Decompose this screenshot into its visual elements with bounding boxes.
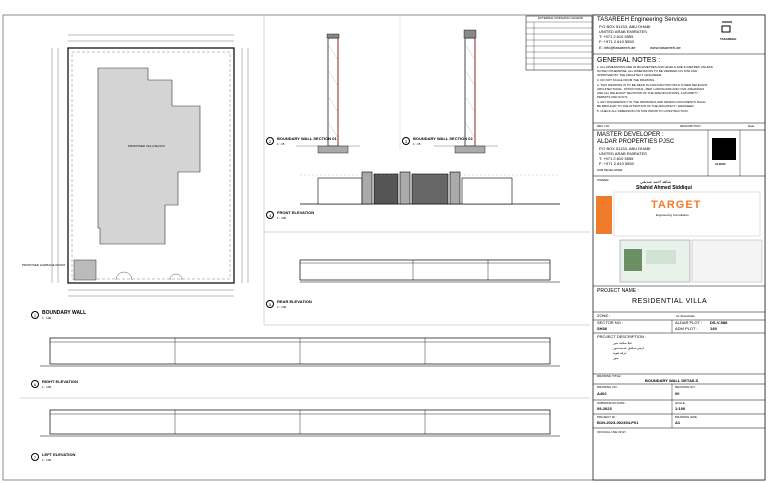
drawing-no: A402 [597, 391, 607, 396]
note-line: BE BROUGHT TO THE ATTENTION OF THE ARCHI… [597, 104, 695, 108]
project-description-ar-1: فيلا سكنية بدور [613, 341, 632, 345]
zone-label: ZONE : [597, 313, 611, 318]
sector-value: SH36 [597, 326, 608, 331]
view-number-4: 4 [266, 211, 274, 219]
master-developer-tel: T: +971 2 810 5555 [599, 156, 634, 161]
rev-description-header: DESCRIPTION [680, 124, 701, 128]
rev-no-header: REV. NO. [597, 124, 610, 128]
company-website: www.tasareeh.ae [650, 45, 681, 50]
adm-plot-label: ADM PLOT : [675, 326, 698, 331]
company-logo-text: TASAREEH [720, 37, 737, 41]
note-line: 5. CHECK ALL DIMENSION ON SITE PRIOR TO … [597, 109, 689, 113]
note-line: PERMITS AND NOC'S. [597, 95, 629, 99]
sub-developer-label: SUB DEVELOPER: [597, 168, 624, 172]
view-number-6: 6 [31, 380, 39, 388]
note-line: 2. DO NOT SCALE FROM THE DRAWING. [597, 78, 656, 82]
view-scale-6: 1 : 100 [42, 385, 52, 389]
note-line: NOTED OTHERWISE. ALL DIMENSIONS TO BE VE… [597, 69, 698, 73]
owner-label: OWNER [597, 178, 609, 182]
garbage-room-label: PROPOSED GARBAGE ROOM [22, 263, 65, 267]
view-scale-5: 1 : 100 [277, 305, 287, 309]
view-title-front-elevation: FRONT ELEVATION [277, 210, 315, 215]
owner-name: Shahid Ahmed Siddiqui [636, 185, 692, 191]
view-scale-3: 1 : 25 [413, 142, 421, 146]
adm-plot-value: 149 [710, 326, 717, 331]
view-title-rear-elevation: REAR ELEVATION [277, 299, 312, 304]
view-title-boundary-wall: BOUNDARY WALL [42, 310, 87, 316]
rev-date-header: Date [748, 124, 755, 128]
project-name: RESIDENTIAL VILLA [632, 298, 708, 305]
aldar-plot-value: DS-V-588 [710, 320, 728, 325]
note-line: 4. ANY DISCREPANCY IN THE DRAWINGS AND D… [597, 100, 707, 104]
note-line: 1. ALL DIMENSIONS ARE IN MILLIMETRES AND… [597, 65, 713, 69]
master-developer-label: MASTER DEVELOPER : [597, 132, 664, 138]
aldar-plot-label: ALDAR PLOT : [675, 320, 703, 325]
revision-no-label: REVISION NO : [675, 385, 697, 389]
drawing-title-label: DRAWING TITLE : [597, 374, 623, 378]
view-number-2: 2 [266, 137, 274, 145]
master-developer-fax: F: +971 2 810 5550 [599, 161, 634, 166]
view-scale-2: 1 : 25 [277, 142, 285, 146]
drawing-title: BOUNDARY WALL DETAILS [645, 378, 699, 383]
note-line: ARCHITECTURAL, STRUCTURAL, MEP, LANDSCAP… [597, 87, 705, 91]
company-fax: F: +971 2 610 5550 [599, 39, 634, 44]
owner-name-arabic: شاهد احمد صديقي [640, 179, 671, 184]
submission-date-label: SUBMISSION DATE : [597, 401, 627, 405]
revision-no: 00 [675, 391, 680, 396]
zone-value: AL Shamkhah [676, 314, 695, 318]
project-description-label: PROJECT DESCRIPTION : [597, 334, 647, 339]
project-description-ar-2: ارضي+ملحق خدمة+سور [613, 346, 644, 350]
master-developer-name: ALDAR PROPERTIES PJSC [597, 139, 675, 145]
view-number-3: 3 [402, 137, 410, 145]
view-number-7: 7 [31, 453, 39, 461]
view-number-5: 5 [266, 300, 274, 308]
scale-value: 1:100 [675, 406, 686, 411]
aldar-logo-text: ALDAR [715, 162, 726, 166]
consultant-logo: TARGET [651, 199, 702, 211]
drawing-no-label: DRAWING NO : [597, 385, 619, 389]
official-use-label: OFFICIAL USE ONLY [597, 430, 627, 434]
project-description-ar-3: غرفة تقوية [613, 351, 627, 355]
note-line: AND ALL RELEVANT SECTIONS OF THE SPECIFI… [597, 91, 699, 95]
view-title-section-01: BOUNDARY WALL SECTION 01 [277, 136, 337, 141]
legend-title: EXTERNAL FINISHING LEGEND [538, 16, 583, 20]
note-line: APPROVED BY THE ARCHITECT / ENGINEER. [597, 73, 663, 77]
sector-label: SECTOR NO : [597, 320, 623, 325]
master-developer-address1: P.O BOX 51133, ABU DHABI [599, 146, 651, 151]
master-developer-address2: UNITED ARAB EMIRATES [599, 151, 647, 156]
company-name: TASAREEH Engineering Services [597, 17, 688, 23]
note-line: 3. THIS DRAWING IS TO BE READ IN CONJUNC… [597, 83, 708, 87]
project-id: B1N-2023-002494-P01 [597, 420, 639, 425]
consultant-subtitle: Engineering Consultants [656, 213, 689, 217]
company-email: E: info@tasareeh.ae [599, 45, 636, 50]
project-id-label: PROJECT ID : [597, 415, 617, 419]
company-tel: T: +971 2 610 5555 [599, 34, 634, 39]
view-title-right-elevation: RIGHT ELEVATION [42, 379, 78, 384]
drawing-size-label: DRAWING SIZE [675, 415, 697, 419]
project-description-ar-4: سور [613, 356, 619, 360]
view-scale-4: 1 : 100 [277, 216, 287, 220]
view-scale-7: 1 : 100 [42, 458, 52, 462]
view-number-1: 1 [31, 311, 39, 319]
view-title-left-elevation: LEFT ELEVATION [42, 452, 76, 457]
drawing-size: A1 [675, 420, 681, 425]
company-address1: P.O BOX 51133, ABU DHABI [599, 24, 651, 29]
villa-block-label: PROPOSED VILLA BLOCK [128, 144, 165, 148]
view-title-section-02: BOUNDARY WALL SECTION 02 [413, 136, 473, 141]
company-address2: UNITED ARAB EMIRATES [599, 29, 647, 34]
scale-label: SCALE [675, 401, 685, 405]
project-name-label: PROJECT NAME : [597, 288, 639, 294]
view-scale-1: 1 : 100 [42, 316, 52, 320]
general-notes-title: GENERAL NOTES : [597, 57, 661, 64]
submission-date: 09-2023 [597, 406, 612, 411]
